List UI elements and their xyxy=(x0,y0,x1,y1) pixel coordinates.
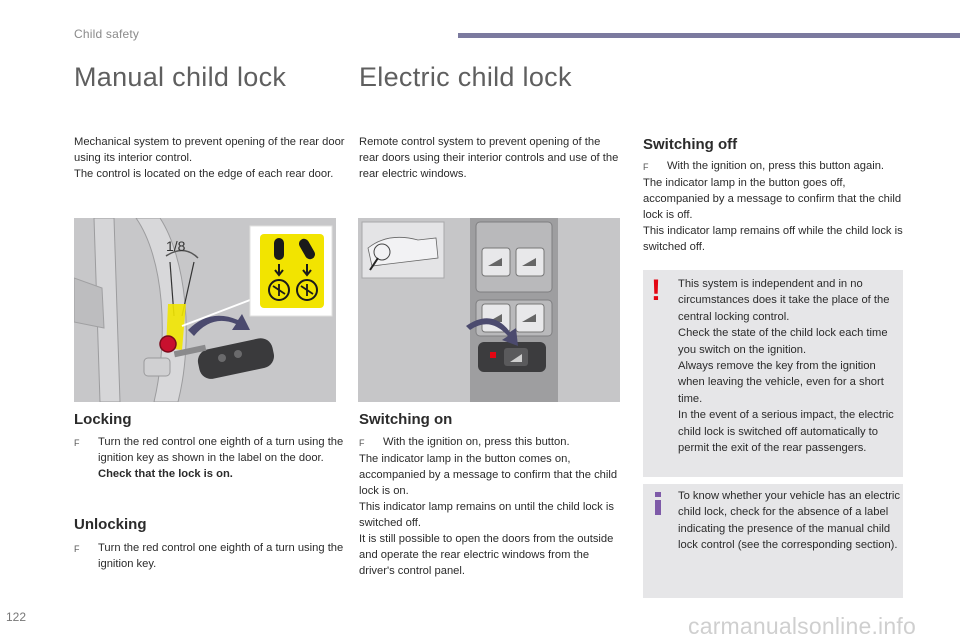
info-icon xyxy=(654,492,662,516)
bullet-icon: F xyxy=(643,162,649,172)
warning-line: This system is independent and in no cir… xyxy=(678,278,890,323)
manual-child-lock-illustration: 1/8 xyxy=(74,218,336,402)
door-edge-drawing xyxy=(74,218,336,402)
locking-text-plain: Turn the red control one eighth of a tur… xyxy=(98,436,344,464)
exclamation-icon: ! xyxy=(651,274,661,307)
bullet-icon: F xyxy=(74,544,80,554)
switching-on-instruction: F With the ignition on, press this butto… xyxy=(359,434,621,451)
switching-off-instruction: F With the ignition on, press this butto… xyxy=(643,158,905,175)
switching-off-line: The indicator lamp in the button goes of… xyxy=(643,177,902,221)
switching-on-line: It is still possible to open the doors f… xyxy=(359,533,614,577)
manual-intro-line: Mechanical system to prevent opening of … xyxy=(74,136,345,164)
locking-text-bold: Check that the lock is on. xyxy=(98,468,233,480)
locking-heading: Locking xyxy=(74,411,132,428)
unlocking-text: Turn the red control one eighth of a tur… xyxy=(98,542,344,570)
bullet-icon: F xyxy=(359,438,365,448)
manual-intro: Mechanical system to prevent opening of … xyxy=(74,134,346,182)
switching-on-line: The indicator lamp in the button comes o… xyxy=(359,453,618,497)
locking-instruction: F Turn the red control one eighth of a t… xyxy=(74,434,346,482)
manual-intro-line: The control is located on the edge of ea… xyxy=(74,168,334,180)
window-control-illustration xyxy=(358,218,620,402)
warning-note: ! This system is independent and in no c… xyxy=(643,270,903,477)
bullet-icon: F xyxy=(74,438,80,448)
electric-child-lock-title: Electric child lock xyxy=(359,62,572,92)
control-panel-drawing xyxy=(358,218,620,402)
electric-intro: Remote control system to prevent opening… xyxy=(359,136,619,180)
switching-off-body: F With the ignition on, press this butto… xyxy=(643,158,905,255)
page-number: 122 xyxy=(6,610,27,624)
header-bar xyxy=(458,33,960,38)
warning-line: In the event of a serious impact, the el… xyxy=(678,409,894,455)
locking-text: Turn the red control one eighth of a tur… xyxy=(98,434,346,482)
warning-line: Always remove the key from the ignition … xyxy=(678,360,884,405)
warning-text: This system is independent and in no cir… xyxy=(678,276,900,456)
unlocking-heading: Unlocking xyxy=(74,516,147,533)
switching-on-body: F With the ignition on, press this butto… xyxy=(359,434,621,579)
switching-on-bullet-text: With the ignition on, press this button. xyxy=(383,436,570,448)
switching-on-line: This indicator lamp remains on until the… xyxy=(359,501,614,529)
switching-off-line: This indicator lamp remains off while th… xyxy=(643,225,903,253)
warning-line: Check the state of the child lock each t… xyxy=(678,327,888,356)
watermark: carmanualsonline.info xyxy=(688,613,916,639)
section-label: Child safety xyxy=(74,27,140,41)
switching-off-heading: Switching off xyxy=(643,136,738,153)
info-note: To know whether your vehicle has an elec… xyxy=(643,484,903,598)
info-text: To know whether your vehicle has an elec… xyxy=(678,490,900,552)
switching-on-heading: Switching on xyxy=(359,411,453,428)
eighth-turn-label: 1/8 xyxy=(166,238,186,254)
unlocking-instruction: F Turn the red control one eighth of a t… xyxy=(74,540,346,572)
switching-off-bullet-text: With the ignition on, press this button … xyxy=(667,160,885,172)
manual-child-lock-title: Manual child lock xyxy=(74,62,287,92)
